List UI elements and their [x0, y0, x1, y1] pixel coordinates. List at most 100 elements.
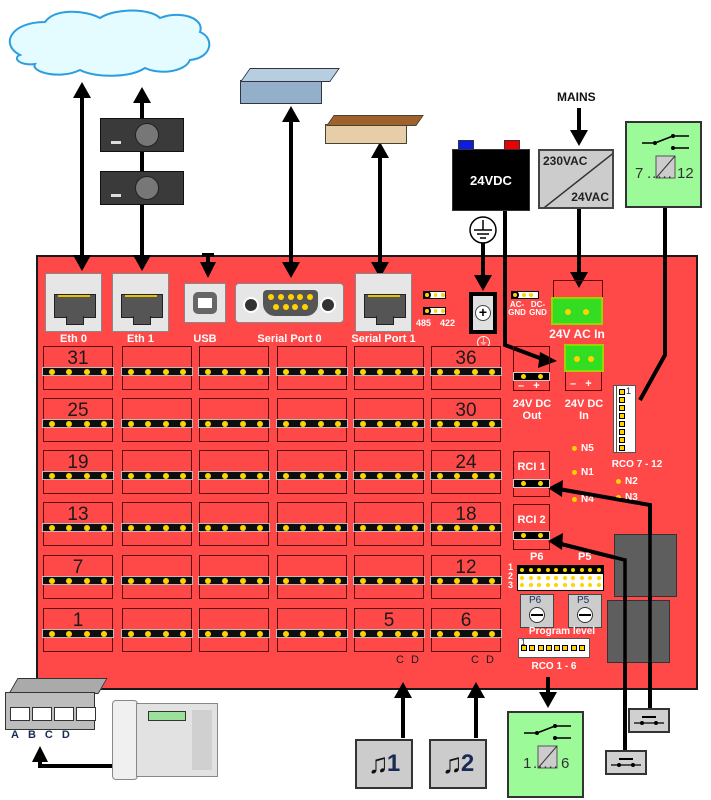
- cell-number: 1: [72, 610, 84, 631]
- terminal-pin: [83, 524, 90, 531]
- terminal-pin: [317, 577, 324, 584]
- music-input-2: ♫2: [429, 739, 487, 789]
- plus-sign: +: [533, 380, 540, 392]
- relay-terminal-cell[interactable]: [198, 502, 270, 546]
- relay-terminal-cell[interactable]: [276, 555, 348, 599]
- relay-terminal-cell[interactable]: [353, 398, 425, 442]
- cell-number: 36: [455, 348, 477, 369]
- relay-terminal-cell[interactable]: [276, 346, 348, 390]
- terminal-pin: [282, 630, 289, 637]
- terminal-pin: [162, 630, 169, 637]
- transformer-out-label: 24VAC: [571, 190, 609, 204]
- terminal-pin: [471, 368, 478, 375]
- relay-terminal-cell[interactable]: 5: [353, 608, 425, 652]
- relay-terminal-cell[interactable]: 19: [42, 450, 114, 494]
- potentiometer-p6[interactable]: P6: [520, 594, 554, 628]
- server-icon: [100, 118, 184, 152]
- relay-terminal-cell[interactable]: [198, 450, 270, 494]
- relay-terminal-cell[interactable]: 7: [42, 555, 114, 599]
- program-level-header[interactable]: [517, 565, 604, 591]
- relay-terminal-cell[interactable]: 13: [42, 502, 114, 546]
- gnd-jumper[interactable]: [511, 291, 539, 299]
- terminal-pin: [239, 577, 246, 584]
- terminal-strip: [42, 523, 114, 532]
- terminal-pin: [412, 577, 419, 584]
- usb-port[interactable]: [184, 283, 226, 323]
- terminal-pin: [66, 420, 73, 427]
- terminal-pin: [335, 420, 342, 427]
- relay-terminal-cell[interactable]: [198, 346, 270, 390]
- jumper-485-422-top[interactable]: [423, 291, 446, 299]
- relay-terminal-cell[interactable]: [353, 555, 425, 599]
- relay-terminal-cell[interactable]: [121, 608, 193, 652]
- terminal-pin: [454, 577, 461, 584]
- relay-terminal-cell[interactable]: [353, 502, 425, 546]
- relay-terminal-cell[interactable]: 31: [42, 346, 114, 390]
- relay-terminal-cell[interactable]: [353, 450, 425, 494]
- led-n1: N1: [572, 467, 594, 478]
- terminal-strip: [353, 419, 425, 428]
- terminal-strip: [42, 471, 114, 480]
- rco-7-12-connector[interactable]: 1: [613, 385, 636, 453]
- serial-port-0[interactable]: [235, 283, 344, 323]
- jumper-485-422-bottom[interactable]: [423, 307, 446, 315]
- relay-terminal-cell[interactable]: [198, 398, 270, 442]
- terminal-strip: [198, 523, 270, 532]
- music-input-2-label: 2: [460, 750, 475, 777]
- terminal-pin: [489, 472, 496, 479]
- jumper-422-label: 422: [440, 318, 456, 328]
- terminal-strip: [121, 576, 193, 585]
- eth1-port[interactable]: [112, 273, 169, 332]
- relay-range-from: 1: [523, 755, 532, 772]
- mains-label: MAINS: [557, 90, 596, 104]
- relay-terminal-cell[interactable]: [121, 502, 193, 546]
- relay-terminal-cell[interactable]: [353, 346, 425, 390]
- potentiometer-p5[interactable]: P5: [568, 594, 602, 628]
- terminal-pin: [222, 577, 229, 584]
- relay-terminal-cell[interactable]: [276, 398, 348, 442]
- rco-1-6-connector[interactable]: 1: [518, 638, 590, 658]
- relay-terminal-cell[interactable]: 1: [42, 608, 114, 652]
- terminal-pin: [282, 420, 289, 427]
- terminal-strip: [353, 523, 425, 532]
- terminal-pin: [127, 524, 134, 531]
- terminal-pin: [48, 420, 55, 427]
- relay-terminal-cell[interactable]: [198, 555, 270, 599]
- serial-device-icon: [325, 124, 407, 144]
- ground-screw-terminal[interactable]: +: [469, 292, 497, 334]
- dc-out-connector[interactable]: [513, 372, 550, 381]
- cell-number: 5: [383, 610, 395, 631]
- rci2-connector[interactable]: [513, 531, 550, 540]
- relay-terminal-cell[interactable]: 30: [430, 398, 502, 442]
- pushbutton-rci2[interactable]: [605, 750, 647, 775]
- relay-terminal-cell[interactable]: [121, 555, 193, 599]
- cd-label-5: C D: [396, 654, 421, 666]
- relay-terminal-cell[interactable]: 6: [430, 608, 502, 652]
- relay-terminal-cell[interactable]: [276, 502, 348, 546]
- relay-terminal-cell[interactable]: [121, 450, 193, 494]
- relay-terminal-cell[interactable]: [198, 608, 270, 652]
- dc-in-line2: In: [579, 410, 589, 422]
- ac-in-connector[interactable]: [551, 297, 603, 325]
- terminal-pin: [180, 630, 187, 637]
- relay-terminal-cell[interactable]: 18: [430, 502, 502, 546]
- terminal-strip: [198, 471, 270, 480]
- relay-terminal-cell[interactable]: [121, 346, 193, 390]
- pushbutton-rci1[interactable]: [628, 708, 670, 733]
- relay-terminal-cell[interactable]: [276, 450, 348, 494]
- dc-in-connector[interactable]: [564, 344, 604, 372]
- terminal-strip: [276, 523, 348, 532]
- relay-terminal-cell[interactable]: 12: [430, 555, 502, 599]
- terminal-pin: [471, 630, 478, 637]
- serial-port-1[interactable]: [355, 273, 412, 332]
- terminal-pin: [101, 368, 108, 375]
- relay-terminal-cell[interactable]: 36: [430, 346, 502, 390]
- relay-terminal-cell[interactable]: [276, 608, 348, 652]
- relay-terminal-cell[interactable]: 25: [42, 398, 114, 442]
- eth0-port[interactable]: [45, 273, 102, 332]
- relay-terminal-cell[interactable]: 24: [430, 450, 502, 494]
- relay-terminal-cell[interactable]: [121, 398, 193, 442]
- rci1-connector[interactable]: [513, 479, 550, 488]
- terminal-pin: [412, 368, 419, 375]
- server-icon: [100, 171, 184, 205]
